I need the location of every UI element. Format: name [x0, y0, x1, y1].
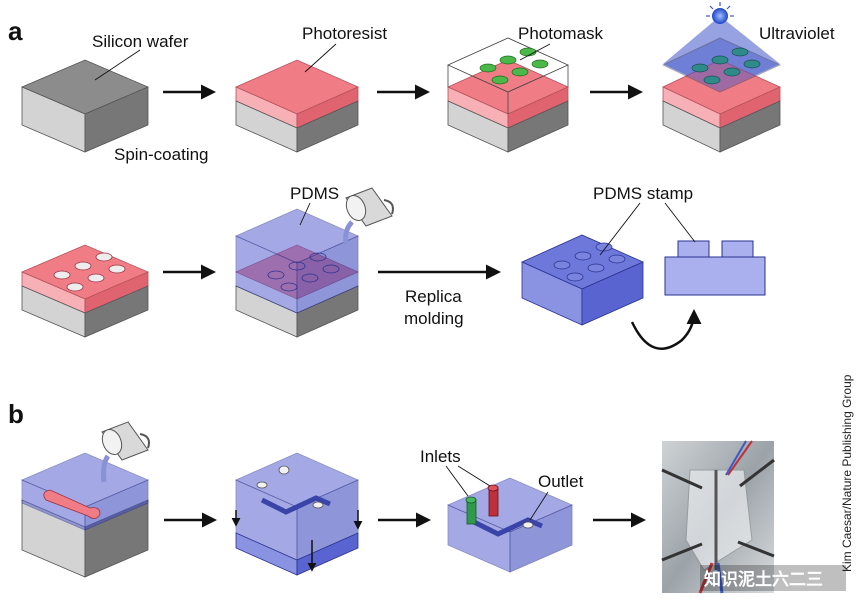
label-spin-coating: Spin-coating: [114, 145, 209, 164]
silicon-wafer-block: [20, 59, 150, 153]
b-channel-block: [231, 452, 363, 576]
photomask-block: [447, 37, 569, 153]
device-photo: [661, 440, 775, 594]
outlet-leader: [529, 491, 549, 521]
pdms-stamp-side-view: [664, 240, 766, 296]
panel-label-a: a: [8, 16, 23, 46]
panel-label-b: b: [8, 399, 24, 429]
label-silicon-wafer: Silicon wafer: [92, 32, 189, 51]
inlet-leader-2: [457, 465, 491, 487]
pdms-leader: [299, 202, 311, 226]
b-pouring-beaker-icon: [101, 421, 150, 483]
uv-light-source-icon: [712, 8, 728, 24]
label-ultraviolet: Ultraviolet: [759, 24, 835, 43]
stamp-leader-2: [664, 202, 696, 243]
stamp-leader-1: [599, 202, 641, 256]
pdms-pour-block: [235, 187, 394, 338]
inlet-leader-1: [445, 465, 469, 497]
b-pour-block: [20, 421, 150, 578]
label-molding: molding: [404, 309, 464, 328]
label-pdms-stamp: PDMS stamp: [593, 184, 693, 203]
pdms-stamp-block: [521, 234, 644, 326]
photomask-leader: [519, 43, 551, 61]
silicon-wafer-leader: [94, 49, 141, 81]
label-photoresist: Photoresist: [302, 24, 387, 43]
label-outlet: Outlet: [538, 472, 584, 491]
photoresist-leader: [304, 43, 337, 73]
developed-mold-block: [20, 244, 150, 338]
b-device-block: [446, 477, 574, 573]
label-pdms: PDMS: [290, 184, 339, 203]
label-photomask: Photomask: [518, 24, 604, 43]
photoresist-block: [235, 59, 359, 153]
flip-arrow: [630, 309, 702, 350]
label-replica: Replica: [405, 287, 462, 306]
watermark-text: 知识泥土六二三: [703, 569, 823, 590]
uv-exposure-block: [662, 2, 781, 153]
image-credit: Kim Caesar/Nature Publishing Group: [840, 374, 854, 572]
watermark-bg: [700, 565, 846, 591]
label-inlets: Inlets: [420, 447, 461, 466]
pouring-beaker-icon: [343, 187, 394, 245]
